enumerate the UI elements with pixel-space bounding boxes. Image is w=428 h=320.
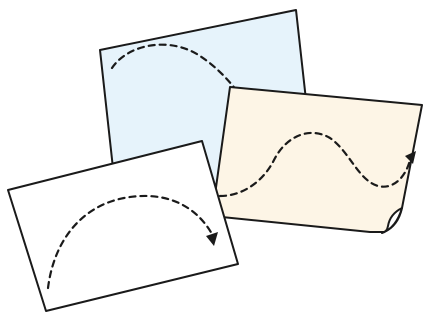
cream-sheet-paper — [212, 87, 422, 232]
cream-sheet — [212, 87, 422, 233]
white-sheet — [8, 141, 238, 311]
white-sheet-paper — [8, 141, 238, 311]
